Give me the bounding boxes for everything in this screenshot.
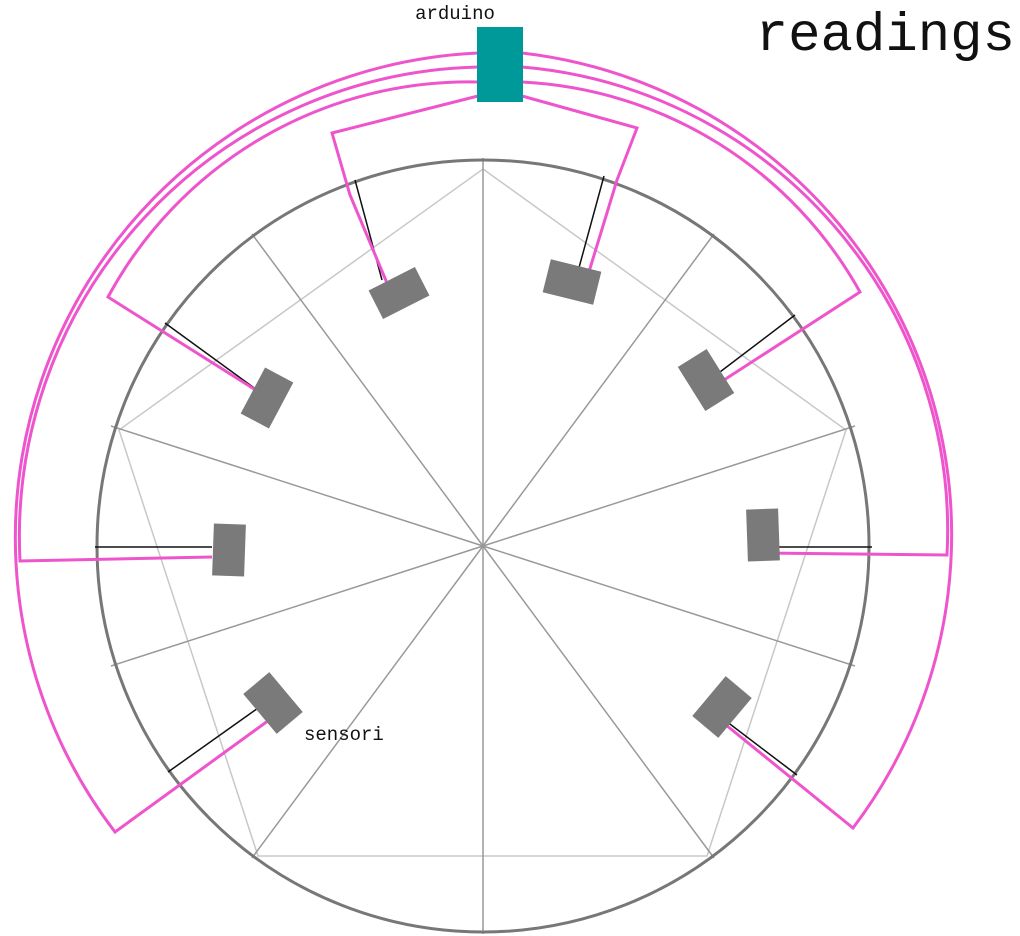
sensor-left	[212, 523, 246, 577]
sensor-top-right	[542, 259, 602, 305]
sensor-lead	[164, 322, 258, 391]
wires	[13, 51, 954, 835]
sensor-lead	[167, 700, 269, 773]
arduino-board	[477, 27, 523, 102]
spoke	[110, 545, 484, 667]
sensors-label: sensori	[304, 724, 384, 746]
sensor-lead	[715, 314, 796, 376]
wire-sensor-top-right	[521, 94, 639, 276]
sensor-lower-right	[692, 676, 752, 738]
sensor-upper-left	[240, 367, 294, 429]
wire-sensor-right	[521, 65, 950, 557]
spoke	[482, 545, 856, 667]
wire-sensor-lower-left	[13, 51, 479, 835]
wire-sensor-top-left	[330, 94, 479, 284]
spoke	[482, 425, 856, 547]
board-circle	[95, 158, 871, 934]
wire-sensor-lower-right	[521, 51, 954, 831]
wire-sensor-upper-left	[106, 80, 479, 396]
sensor-lead	[576, 175, 605, 276]
spoke	[482, 233, 715, 547]
wire-sensor-left	[17, 65, 479, 563]
spoke	[251, 545, 484, 859]
sensor-right	[746, 508, 780, 562]
spoke	[110, 425, 484, 547]
spokes	[110, 158, 856, 934]
arduino-label: arduino	[415, 3, 495, 25]
spoke	[251, 233, 484, 547]
diagram-title: readings	[756, 6, 1015, 67]
sensors	[212, 259, 780, 738]
spoke	[482, 545, 715, 859]
sensor-upper-right	[677, 348, 735, 412]
sensor-lead	[721, 717, 798, 776]
sensor-lower-left	[243, 672, 303, 734]
wire-sensor-upper-right	[521, 80, 862, 382]
sensor-top-left	[368, 266, 430, 320]
